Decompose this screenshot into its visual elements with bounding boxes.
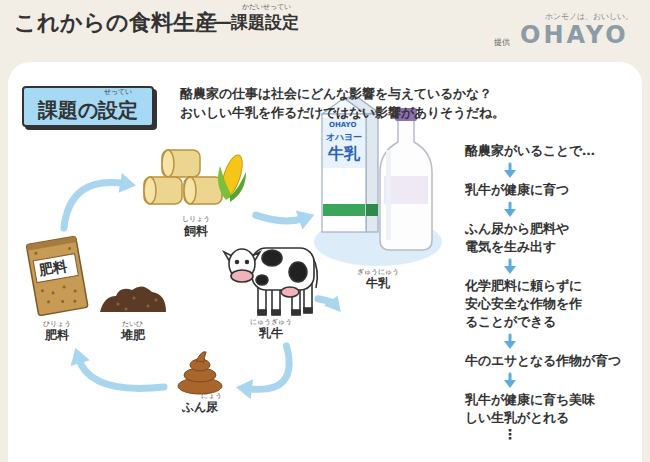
node-text: 牛乳 <box>366 275 390 292</box>
furigana: にゅうぎゅう <box>250 318 292 326</box>
feed-item: 飼料 <box>140 150 252 240</box>
furigana: せってい <box>104 88 132 96</box>
subtitle: ―課題設定 <box>214 12 299 32</box>
task-heading-box: 課題の設定 <box>22 86 154 127</box>
slogan: ホンモノは、おいしい。 <box>545 12 633 22</box>
compost-item: 堆肥 <box>96 278 170 344</box>
node-text: 乳牛 <box>259 325 283 342</box>
continuation-mark: ⋮ <box>503 426 517 443</box>
arrow-head <box>119 173 136 193</box>
connector-line <box>256 215 304 221</box>
arrow-head <box>324 296 341 312</box>
carton-text: オハヨー <box>326 132 362 143</box>
manure-item: ふん尿 <box>168 350 232 416</box>
node-text: 肥料 <box>45 327 69 344</box>
cow-item: 乳牛 <box>228 238 314 342</box>
furigana: かだいせってい <box>242 3 291 11</box>
milk-bottle <box>380 108 432 250</box>
furigana: にょう <box>201 392 222 400</box>
corn <box>218 153 247 202</box>
node-text: ふん尿から肥料や電気を生み出す <box>465 220 573 256</box>
node-text: 牛のエサとなる作物が育つ <box>465 352 635 370</box>
hay-bales <box>144 150 222 204</box>
carton-brand: OHAYO <box>329 121 356 129</box>
arrow-head <box>504 341 516 349</box>
arrow-head <box>296 211 314 230</box>
connector <box>504 164 516 178</box>
compost-pile <box>100 286 166 312</box>
furigana: ひりょう <box>43 320 71 328</box>
furigana: しりょう <box>182 215 210 223</box>
heading-text: 課題の設定 <box>38 98 138 122</box>
fertilizer-bag <box>26 236 88 316</box>
arrow-head <box>71 348 90 366</box>
connector-line <box>247 346 289 390</box>
furigana: たいひ <box>122 320 143 328</box>
flow-step: 化学肥料に頼らずに安心安全な作物を作ることができる <box>465 277 587 332</box>
carton-text: 牛乳 <box>328 144 360 163</box>
connector <box>318 296 341 312</box>
question-text: おいしい牛乳を作るだけではない影響がありそうだね。 <box>180 105 505 121</box>
arrow-head <box>504 170 516 178</box>
node-text: 乳牛が健康に育ち美味しい生乳がとれる <box>465 391 601 427</box>
connector <box>504 374 516 388</box>
flow-step: 酪農家がいることで… <box>465 142 615 161</box>
flow-step: 牛のエサとなる作物が育つ <box>465 352 635 371</box>
flow-step: ふん尿から肥料や電気を生み出す <box>465 220 573 257</box>
arrow-head <box>504 209 516 217</box>
arrow-head <box>504 266 516 274</box>
flow-step: 乳牛が健康に育つ <box>465 181 615 200</box>
node-text: 酪農家がいることで… <box>465 142 615 160</box>
connector <box>256 211 314 230</box>
connector-line <box>79 359 164 389</box>
furigana: ぎゅうにゅう <box>357 268 399 276</box>
arrow-head <box>236 379 253 399</box>
manure <box>178 352 222 394</box>
connector <box>504 335 516 349</box>
connector <box>504 260 516 274</box>
connector <box>64 173 136 228</box>
brand-logo: OHAYO <box>520 21 629 50</box>
node-text: 乳牛が健康に育つ <box>465 181 615 199</box>
page-title: これからの食料生産 <box>14 8 217 38</box>
connector <box>71 348 164 389</box>
node-text: 飼料 <box>184 223 208 240</box>
node-text: ふん尿 <box>182 399 218 416</box>
question-text: 酪農家の仕事は社会にどんな影響を与えているかな？ <box>180 86 492 102</box>
connector <box>236 346 289 399</box>
provider-note: 提供 <box>494 38 510 48</box>
connector-line <box>64 182 125 228</box>
node-text: 堆肥 <box>121 327 145 344</box>
flow-step: 乳牛が健康に育ち美味しい生乳がとれる <box>465 391 601 428</box>
connector <box>504 203 516 217</box>
node-text: 化学肥料に頼らずに安心安全な作物を作ることができる <box>465 277 587 332</box>
arrow-head <box>504 380 516 388</box>
cow <box>224 248 317 315</box>
